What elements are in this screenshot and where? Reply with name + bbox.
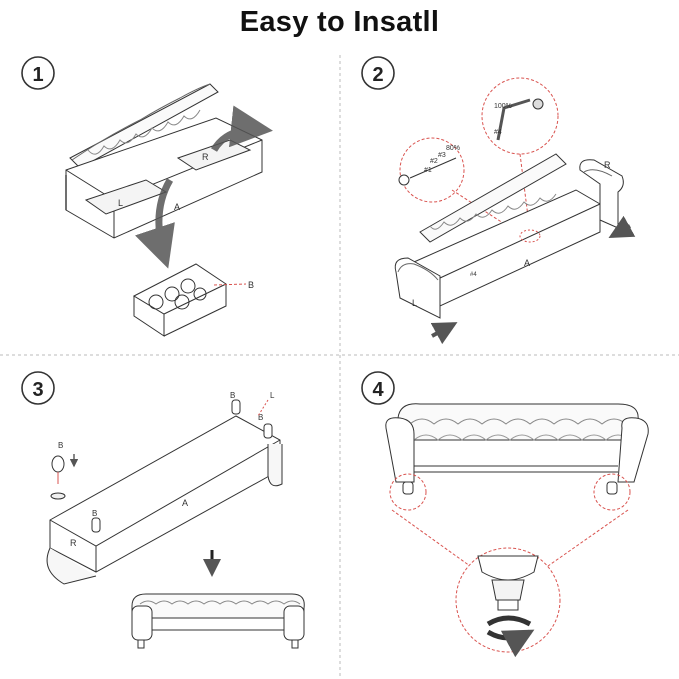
svg-text:B: B [230,391,235,400]
step-3-badge: 3 [21,371,55,405]
svg-text:R: R [604,160,611,170]
svg-text:2: 2 [372,64,383,86]
svg-text:4: 4 [372,379,384,401]
step-1-badge: 1 [21,56,55,90]
svg-text:L: L [270,391,275,400]
page-title: Easy to Insatll [239,6,440,38]
svg-text:R: R [70,538,77,548]
svg-text:1: 1 [32,64,43,86]
svg-text:R: R [202,152,209,162]
svg-text:#2: #2 [430,158,438,165]
svg-text:#1: #1 [424,167,432,174]
svg-text:A: A [174,202,180,212]
svg-text:B: B [248,280,254,290]
svg-text:100%: 100% [494,103,512,110]
svg-text:#4: #4 [494,129,502,136]
svg-text:A: A [182,498,188,508]
svg-text:A: A [524,258,530,268]
svg-text:B: B [258,413,263,422]
svg-text:#4: #4 [470,272,477,278]
step-4-badge: 4 [361,371,395,405]
svg-text:B: B [92,509,97,518]
svg-text:L: L [118,198,123,208]
svg-text:80%: 80% [446,145,460,152]
svg-text:3: 3 [32,379,43,401]
step-2-illustration: #1 #2 #3 80% 100% #4 A L [394,77,636,345]
svg-text:L: L [412,298,417,308]
svg-text:B: B [58,441,63,450]
step-1-illustration: R L A B [65,83,273,337]
svg-text:#3: #3 [438,152,446,159]
step-2-badge: 2 [361,56,395,90]
step-3-illustration: A R B B B L B [46,391,305,649]
step-4-illustration [385,403,649,658]
